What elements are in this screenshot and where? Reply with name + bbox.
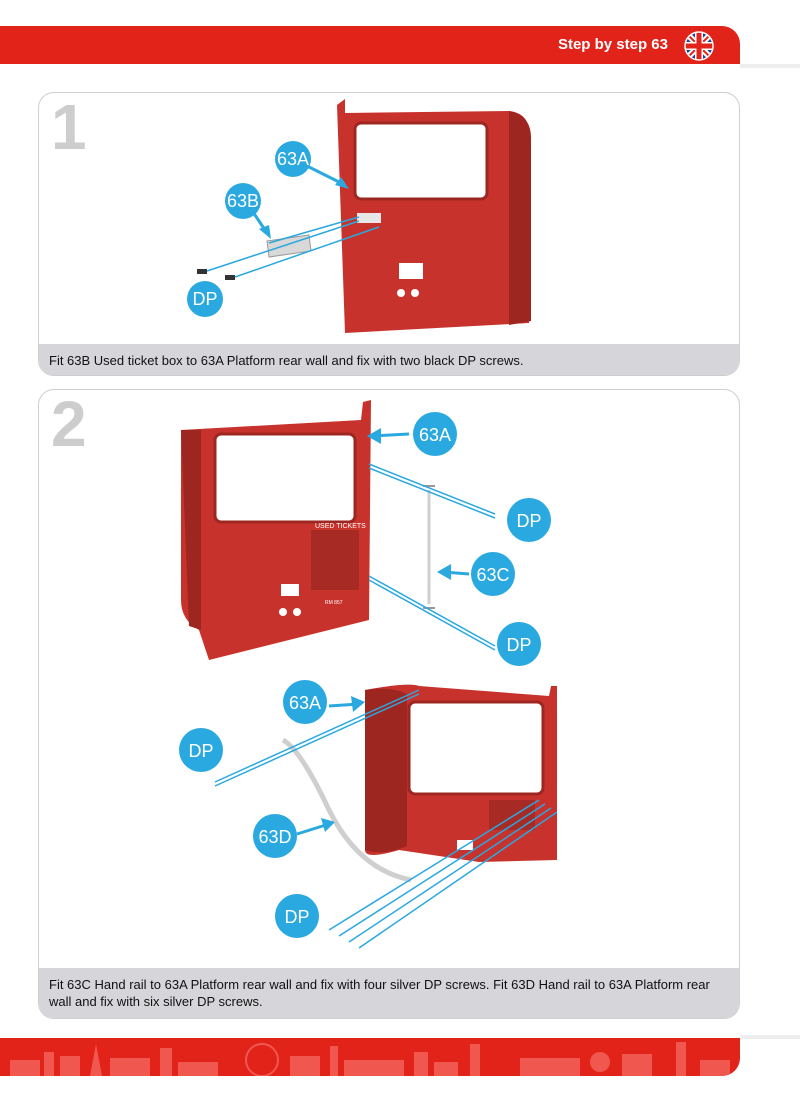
footer-strip [740,1035,800,1039]
step-number: 1 [51,92,87,163]
platform-rear-wall-63A-lower [365,684,557,862]
callout-dp: DP [275,894,319,938]
svg-text:DP: DP [188,741,213,761]
hand-rail-63C [423,485,435,609]
used-tickets-label: USED TICKETS [315,523,366,530]
svg-text:63D: 63D [258,827,291,847]
callout-63A: 63A [275,141,349,189]
step-1-panel: 1 63A [38,92,740,376]
step-number: 2 [51,389,87,460]
platform-rear-wall-63A [337,99,531,333]
callout-63B: 63B [225,183,271,239]
step-2-panel: 2 USED TICKETS RM 857 [38,389,740,1019]
svg-text:63A: 63A [419,425,451,445]
hand-rail-63D [281,737,412,883]
callout-dp: DP [179,728,223,772]
svg-text:DP: DP [284,907,309,927]
svg-text:63A: 63A [277,149,309,169]
step-2-caption: Fit 63C Hand rail to 63A Platform rear w… [39,968,739,1018]
callout-dp: DP [507,498,551,542]
svg-text:63B: 63B [227,191,259,211]
svg-text:DP: DP [516,511,541,531]
header-strip [740,64,800,68]
step-1-illustration: 63A 63B DP [187,99,531,333]
header-bar: Step by step 63 [0,26,740,64]
rm-857-label: RM 857 [325,600,343,606]
step-1-caption: Fit 63B Used ticket box to 63A Platform … [39,344,739,375]
dp-screws [197,269,235,280]
step-2-illustration: USED TICKETS RM 857 [179,400,558,949]
svg-text:DP: DP [506,635,531,655]
callout-dp: DP [497,622,541,666]
svg-text:63C: 63C [476,565,509,585]
footer-bar [0,1038,740,1076]
svg-text:DP: DP [192,289,217,309]
london-skyline-icon [10,1042,730,1076]
page-title: Step by step 63 [557,36,668,53]
callout-63A: 63A [367,412,457,456]
callout-63A: 63A [283,680,365,724]
callout-63C: 63C [437,552,515,596]
platform-rear-wall-63A: USED TICKETS RM 857 [181,400,371,660]
callout-dp: DP [187,281,223,317]
callout-63D: 63D [253,814,335,858]
uk-flag-icon [684,31,714,61]
svg-text:63A: 63A [289,693,321,713]
